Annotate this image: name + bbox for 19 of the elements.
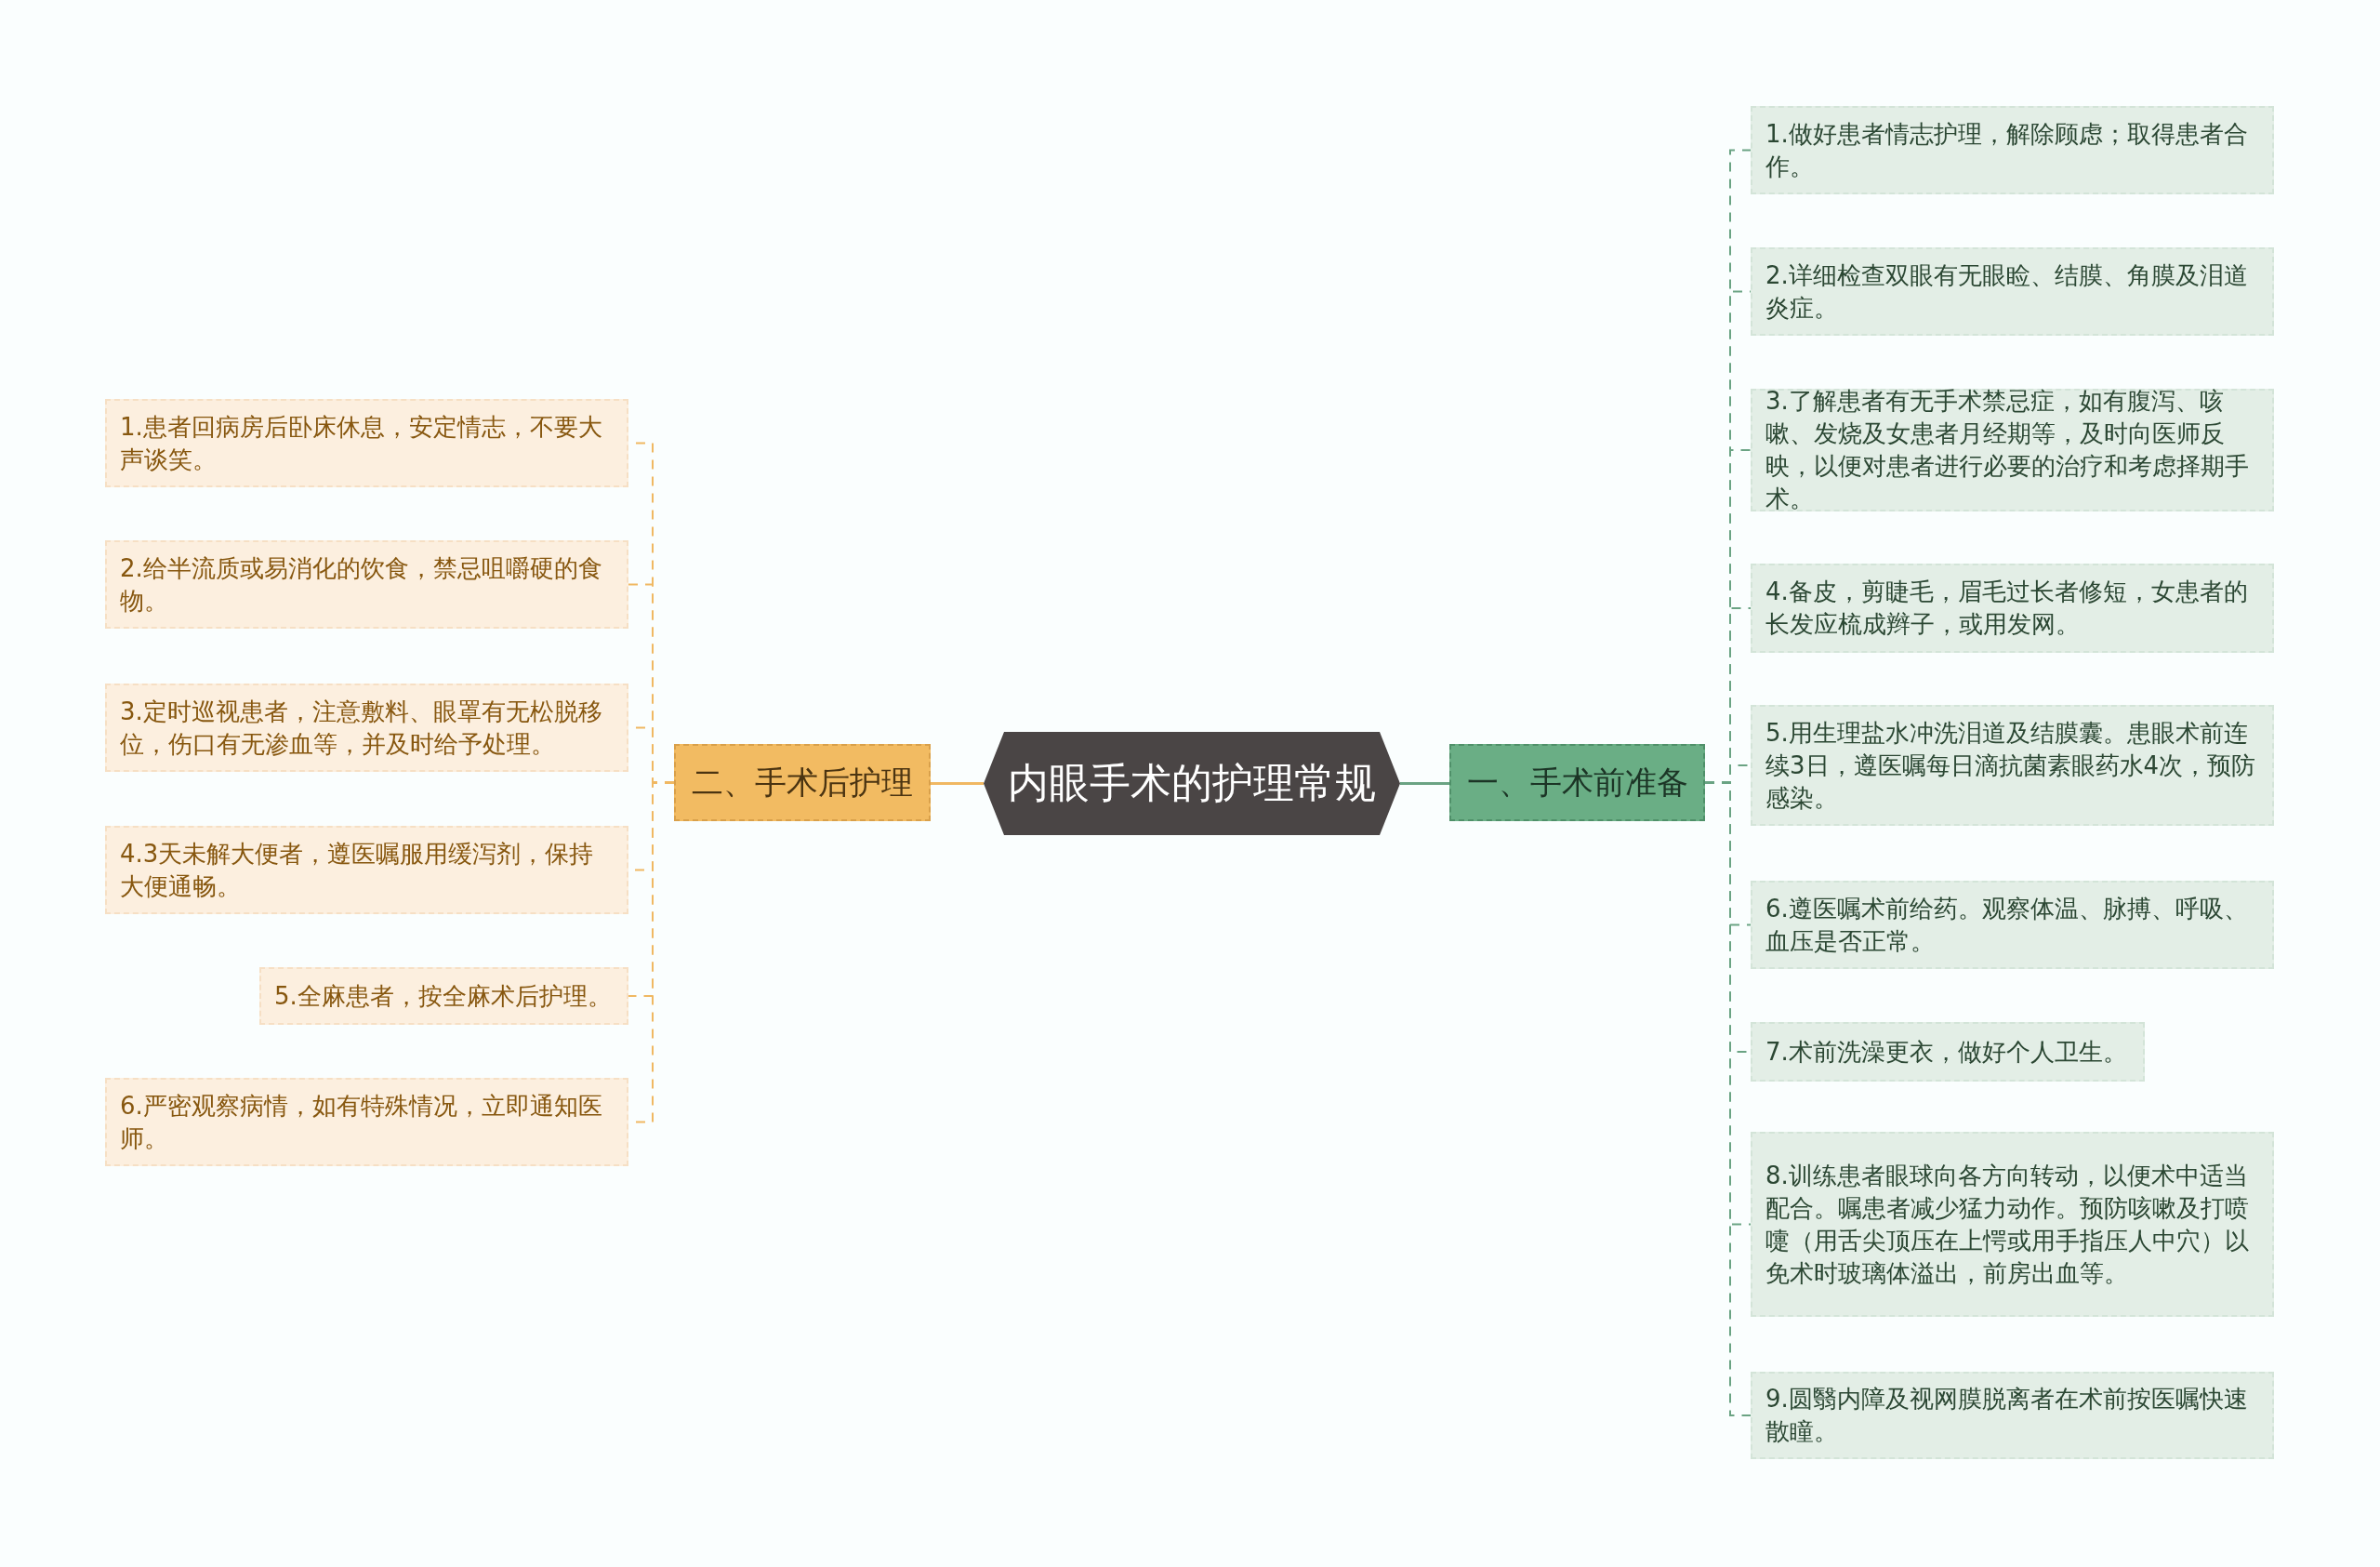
note-box: 1.患者回病房后卧床休息，安定情志，不要大声谈笑。	[105, 399, 628, 487]
note-box: 5.用生理盐水冲洗泪道及结膜囊。患眼术前连续3日，遵医嘱每日滴抗菌素眼药水4次，预防感染。	[1751, 705, 2274, 826]
branch-box: 一、手术前准备	[1449, 744, 1705, 821]
note-box: 8.训练患者眼球向各方向转动，以便术中适当配合。嘱患者减少猛力动作。预防咳嗽及打喷嚏（用舌尖顶压在上愕或用手指压人中穴）以免术时玻璃体溢出，前房出血等。	[1751, 1132, 2274, 1317]
hexagon-topic: 内眼手术的护理常规	[984, 732, 1400, 835]
note-box: 3.定时巡视患者，注意敷料、眼罩有无松脱移位，伤口有无渗血等，并及时给予处理。	[105, 684, 628, 772]
note-box: 9.圆翳内障及视网膜脱离者在术前按医嘱快速散瞳。	[1751, 1372, 2274, 1459]
note-box: 2.给半流质或易消化的饮食，禁忌咀嚼硬的食物。	[105, 540, 628, 629]
connector-line	[1400, 781, 1451, 785]
note-box: 2.详细检查双眼有无眼睑、结膜、角膜及泪道炎症。	[1751, 247, 2274, 336]
note-box: 4.备皮，剪睫毛，眉毛过长者修短，女患者的长发应梳成辫子，或用发网。	[1751, 564, 2274, 653]
note-box: 5.全麻患者，按全麻术后护理。	[259, 967, 628, 1025]
branch-box: 二、手术后护理	[674, 744, 931, 821]
note-box: 6.遵医嘱术前给药。观察体温、脉搏、呼吸、血压是否正常。	[1751, 881, 2274, 969]
note-box: 1.做好患者情志护理，解除顾虑；取得患者合作。	[1751, 106, 2274, 194]
note-box: 6.严密观察病情，如有特殊情况，立即通知医师。	[105, 1078, 628, 1166]
note-box: 4.3天未解大便者，遵医嘱服用缓泻剂，保持大便通畅。	[105, 826, 628, 914]
note-box: 3.了解患者有无手术禁忌症，如有腹泻、咳嗽、发烧及女患者月经期等，及时向医师反映，以便对患者进行必要的治疗和考虑择期手术。	[1751, 389, 2274, 511]
note-box: 7.术前洗澡更衣，做好个人卫生。	[1751, 1022, 2145, 1082]
